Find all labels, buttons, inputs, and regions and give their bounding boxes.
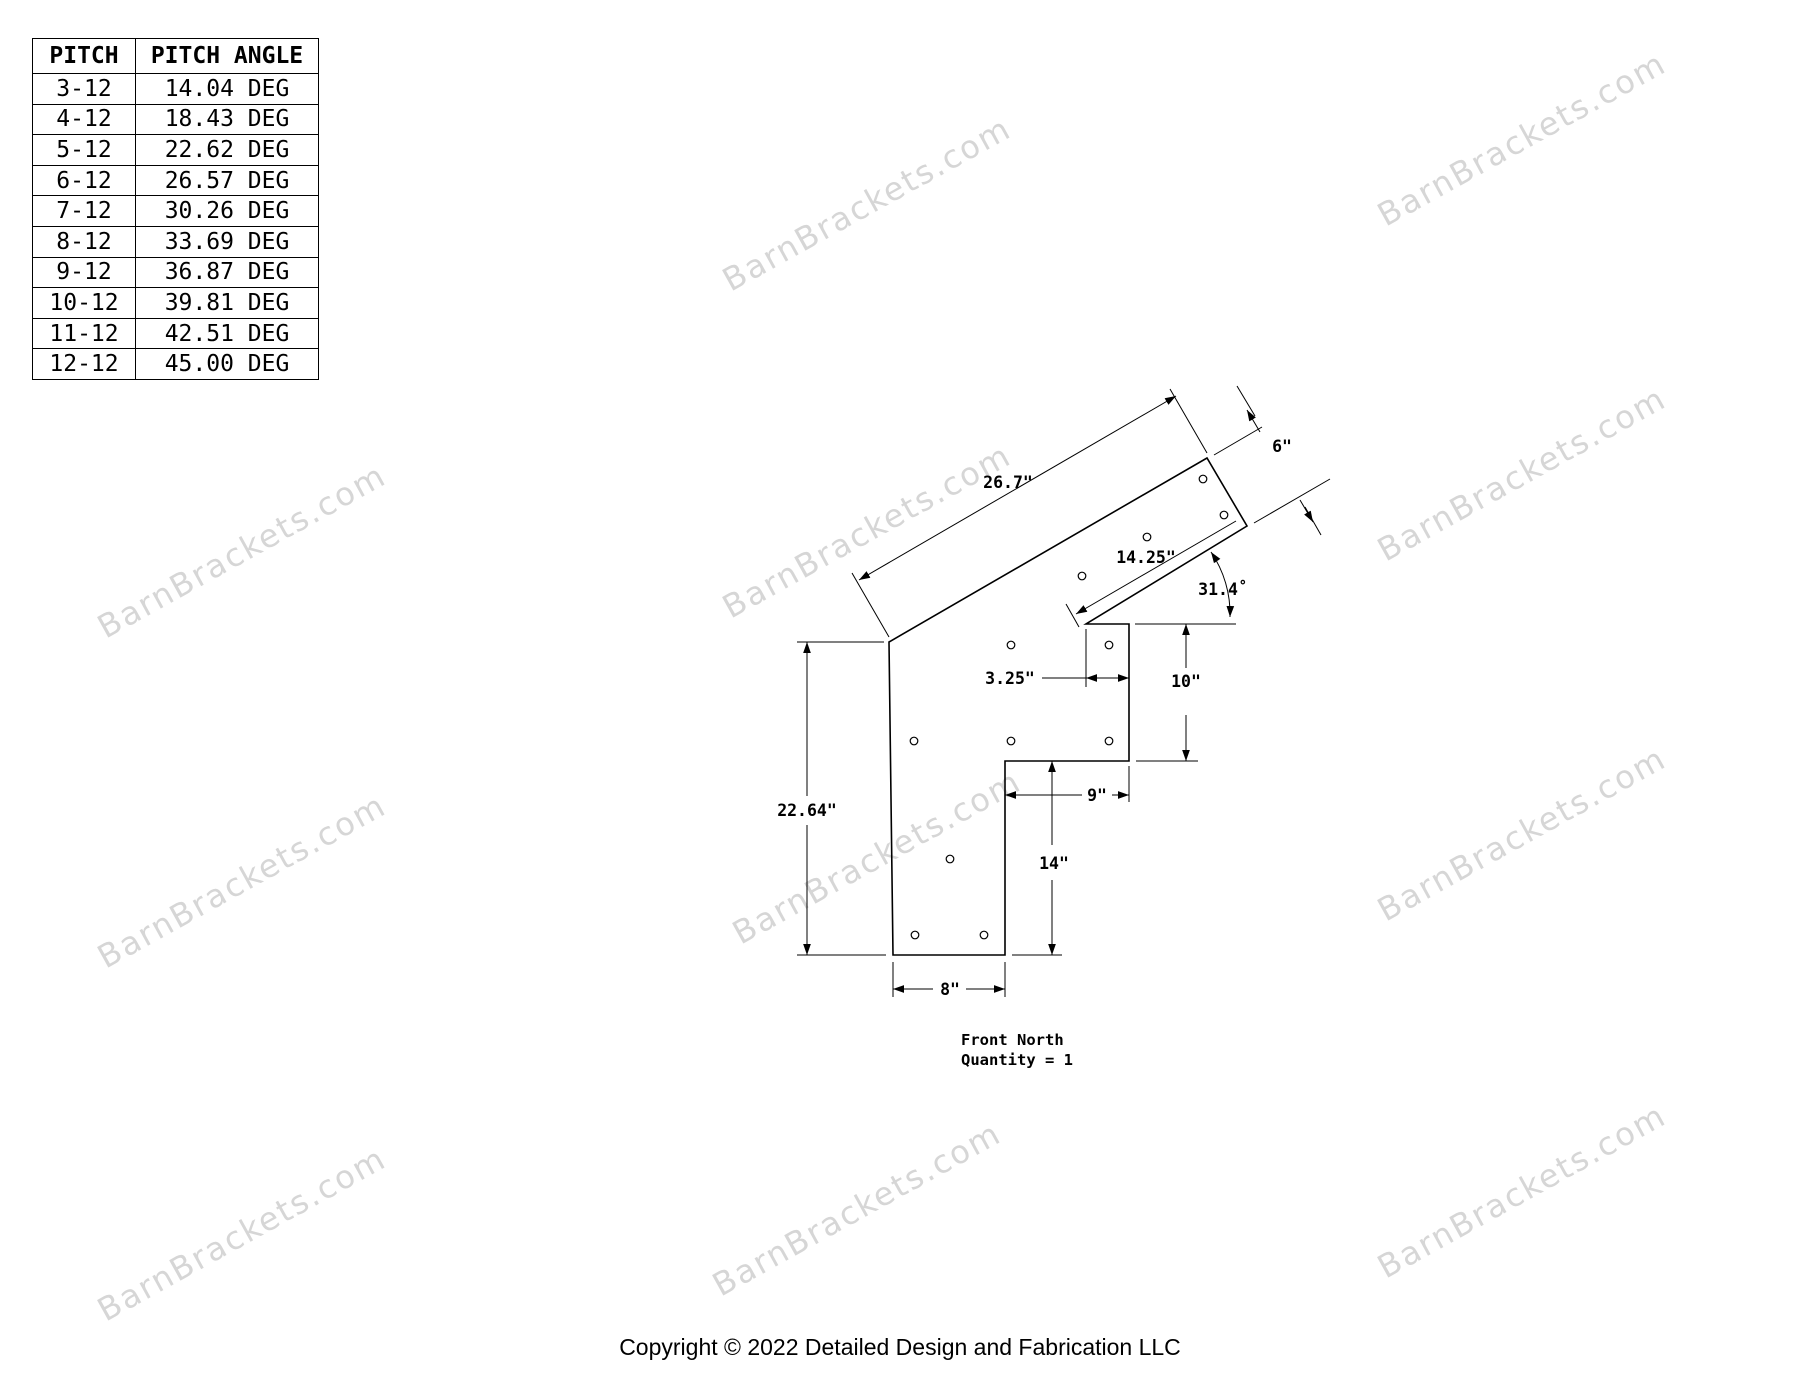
bolt-hole <box>909 736 919 746</box>
bolt-hole <box>1006 640 1016 650</box>
angle-cell: 36.87 DEG <box>135 256 319 289</box>
dim-notch-height: 10" <box>1171 672 1201 691</box>
dim-inner-slope: 14.25" <box>1116 548 1176 567</box>
view-name: Front North <box>961 1031 1064 1049</box>
angle-cell: 26.57 DEG <box>135 164 319 197</box>
dimension-labels: 26.7" 6" 14.25" 31.4˚ 3.25" 10" 22.64" 9… <box>777 437 1292 999</box>
view-quantity: Quantity = 1 <box>961 1051 1073 1069</box>
table-header-row: PITCH PITCH ANGLE <box>32 38 319 74</box>
dim-notch-width: 3.25" <box>985 669 1035 688</box>
bolt-hole <box>1006 736 1016 746</box>
header-pitch-angle: PITCH ANGLE <box>135 38 319 74</box>
dim-arm-width: 6" <box>1272 437 1292 456</box>
bolt-hole <box>1198 474 1208 484</box>
bolt-hole <box>1104 640 1114 650</box>
bracket-outline <box>888 456 1249 956</box>
pitch-cell: 5-12 <box>32 134 136 166</box>
bolt-hole <box>1219 510 1229 520</box>
bolt-hole <box>1077 571 1087 581</box>
copyright-notice: Copyright © 2022 Detailed Design and Fab… <box>619 1334 1181 1360</box>
angle-cell: 18.43 DEG <box>135 103 319 136</box>
pitch-cell: 6-12 <box>32 164 136 197</box>
dim-step-width: 9" <box>1087 786 1107 805</box>
pitch-cell: 12-12 <box>32 348 136 380</box>
angle-cell: 22.62 DEG <box>135 134 319 166</box>
angle-cell: 30.26 DEG <box>135 195 319 227</box>
dim-angle: 31.4˚ <box>1198 580 1248 599</box>
pitch-cell: 3-12 <box>32 73 136 105</box>
dim-slope-length: 26.7" <box>983 473 1033 492</box>
dim-leg-width: 8" <box>940 980 960 999</box>
pitch-cell: 10-12 <box>32 287 136 319</box>
dim-total-height: 22.64" <box>777 801 837 820</box>
bolt-hole <box>1104 736 1114 746</box>
dimension-lines <box>797 385 1331 997</box>
header-pitch: PITCH <box>32 38 136 74</box>
angle-cell: 42.51 DEG <box>135 317 319 350</box>
bolt-hole <box>945 854 955 864</box>
bolt-hole <box>979 930 989 940</box>
angle-cell: 45.00 DEG <box>135 348 319 380</box>
bolt-hole <box>910 930 920 940</box>
pitch-cell: 4-12 <box>32 103 136 136</box>
angle-cell: 39.81 DEG <box>135 287 319 319</box>
bolt-hole <box>1142 532 1152 542</box>
dim-leg-height: 14" <box>1039 854 1069 873</box>
bolt-holes <box>909 474 1229 940</box>
pitch-cell: 7-12 <box>32 195 136 227</box>
